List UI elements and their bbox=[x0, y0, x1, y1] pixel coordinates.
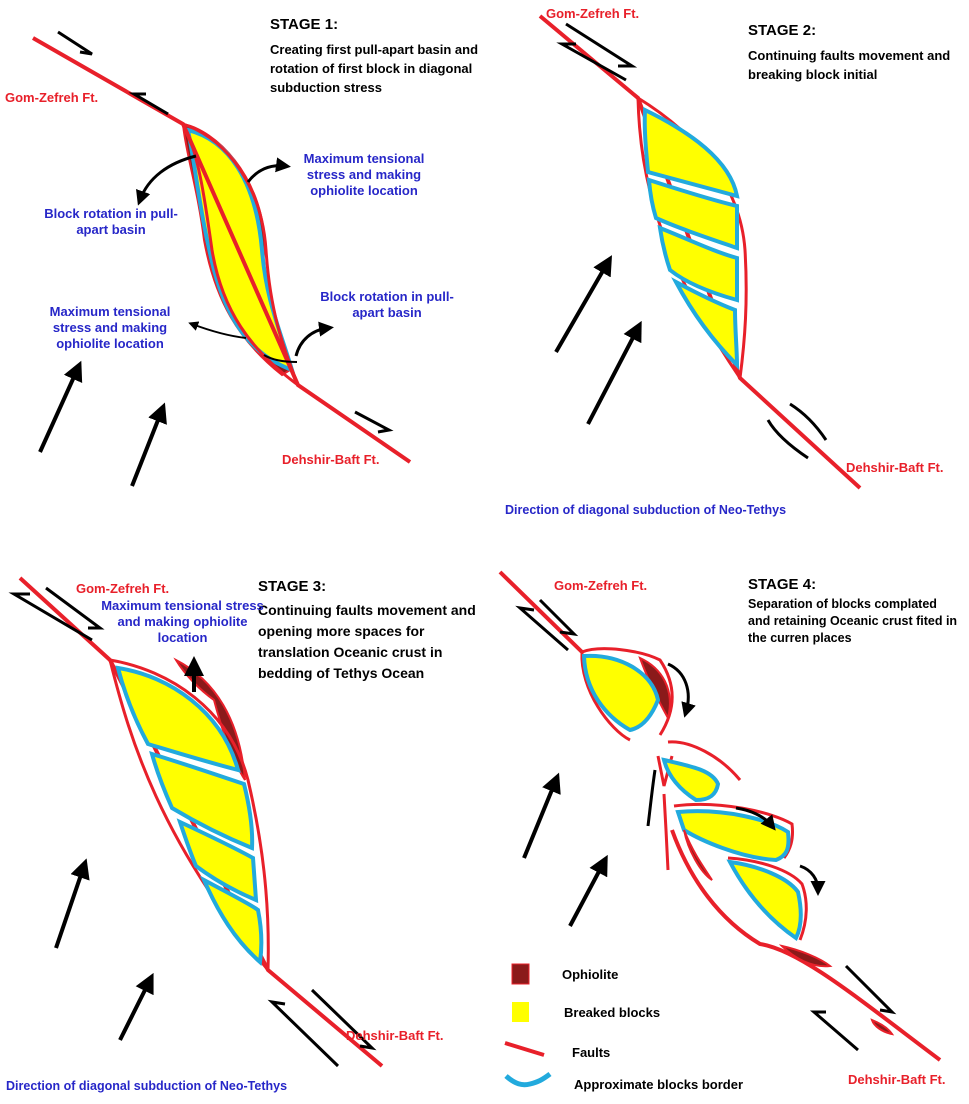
fault-line bbox=[673, 802, 794, 859]
fault-line bbox=[667, 740, 742, 781]
fault-motion-arrow bbox=[8, 592, 93, 642]
fault-line bbox=[32, 36, 412, 464]
breaked-block bbox=[726, 859, 803, 941]
stage-2-description: Continuing faults movement and breaking … bbox=[748, 48, 951, 82]
legend-border-label: Approximate blocks border bbox=[574, 1077, 744, 1092]
fault-motion-arrow bbox=[646, 769, 657, 827]
legend-symbols bbox=[504, 963, 552, 1088]
stage-3-title: STAGE 3: bbox=[258, 578, 327, 595]
fault-motion-arrow bbox=[515, 605, 569, 652]
stage-4-title: STAGE 4: bbox=[748, 576, 817, 593]
subduction-arrow bbox=[586, 320, 642, 425]
fault-label-gom-zefreh: Gom-Zefreh Ft. bbox=[546, 6, 640, 21]
legend-fault-swatch bbox=[504, 1041, 545, 1057]
fault-motion-arrow bbox=[789, 402, 828, 441]
breaked-block bbox=[642, 106, 740, 199]
fault-label-gom-zefreh: Gom-Zefreh Ft. bbox=[5, 90, 99, 105]
fault-label-dehshir-baft: Dehshir-Baft Ft. bbox=[346, 1028, 444, 1043]
stage-3-diagram bbox=[8, 576, 384, 1068]
breaked-block bbox=[671, 277, 740, 370]
breaked-block bbox=[581, 653, 661, 733]
annotation-max-tension: Maximum tensional stress and making ophi… bbox=[101, 598, 264, 645]
subduction-arrow bbox=[118, 972, 154, 1041]
stage-3-description: Continuing faults movement and opening m… bbox=[258, 602, 476, 681]
stage-1-description: Creating first pull-apart basin and rota… bbox=[270, 42, 479, 95]
fault-motion-arrow bbox=[57, 30, 93, 56]
breaked-block bbox=[176, 818, 259, 904]
subduction-direction-label: Direction of diagonal subduction of Neo-… bbox=[505, 503, 787, 517]
fault-line bbox=[182, 122, 300, 386]
rotation-arrow bbox=[246, 157, 291, 183]
fault-motion-arrow bbox=[310, 988, 377, 1051]
fault-motion-arrow bbox=[556, 42, 627, 82]
subduction-arrow bbox=[568, 854, 608, 927]
fault-line bbox=[109, 658, 270, 971]
legend-ophiolite-swatch bbox=[511, 963, 530, 985]
fault-line bbox=[670, 829, 942, 1062]
fault-label-dehshir-baft: Dehshir-Baft Ft. bbox=[846, 460, 944, 475]
fault-motion-arrow bbox=[354, 410, 394, 434]
stage-1-title: STAGE 1: bbox=[270, 16, 339, 33]
fault-line bbox=[727, 856, 808, 941]
breaked-block bbox=[199, 875, 264, 966]
rotation-arrow bbox=[294, 321, 334, 357]
rotation-arrow bbox=[188, 321, 247, 339]
subduction-arrow bbox=[38, 360, 83, 453]
fault-motion-arrow bbox=[735, 806, 776, 831]
fault-label-dehshir-baft: Dehshir-Baft Ft. bbox=[848, 1072, 946, 1087]
stage-4-diagram bbox=[498, 570, 942, 1062]
fault-label-gom-zefreh: Gom-Zefreh Ft. bbox=[554, 578, 648, 593]
stage-1-diagram bbox=[32, 30, 412, 487]
fault-motion-arrow bbox=[128, 92, 169, 116]
fault-motion-arrow bbox=[538, 598, 579, 637]
annotation-block-rotation: Block rotation in pull-apart basin bbox=[44, 206, 178, 237]
fault-line bbox=[662, 793, 670, 871]
breaked-block bbox=[646, 177, 739, 251]
fault-motion-arrow bbox=[267, 999, 340, 1068]
legend-border-swatch bbox=[504, 1071, 552, 1088]
ophiolite-zone bbox=[778, 944, 833, 968]
fault-motion-arrow bbox=[766, 419, 809, 460]
fault-line bbox=[580, 651, 631, 742]
stage-2-title: STAGE 2: bbox=[748, 22, 817, 39]
annotation-block-rotation: Block rotation in pull-apart basin bbox=[320, 289, 454, 320]
subduction-arrow bbox=[522, 772, 561, 859]
subduction-direction-label: Direction of diagonal subduction of Neo-… bbox=[6, 1079, 288, 1093]
fault-motion-arrow bbox=[799, 864, 826, 896]
subduction-arrow bbox=[130, 402, 167, 487]
fault-motion-arrow bbox=[809, 1010, 859, 1052]
subduction-arrow bbox=[554, 255, 613, 354]
fault-label-dehshir-baft: Dehshir-Baft Ft. bbox=[282, 452, 380, 467]
breaked-block bbox=[115, 665, 241, 773]
fault-label-gom-zefreh: Gom-Zefreh Ft. bbox=[76, 581, 170, 596]
ophiolite-zone bbox=[870, 1018, 895, 1036]
subduction-arrow bbox=[54, 858, 90, 949]
breaked-block bbox=[149, 751, 255, 851]
legend-ophiolite-label: Ophiolite bbox=[562, 967, 619, 982]
fault-motion-arrow bbox=[667, 662, 696, 718]
fault-motion-arrow bbox=[263, 354, 298, 363]
stage-4-description: Separation of blocks complated and retai… bbox=[748, 597, 958, 645]
breaked-block bbox=[661, 757, 721, 803]
legend-fault-label: Faults bbox=[572, 1045, 611, 1060]
fault-motion-arrow bbox=[45, 586, 105, 630]
breaked-block bbox=[657, 224, 739, 303]
stage-2-diagram bbox=[538, 14, 862, 490]
annotation-max-tension: Maximum tensional stress and making ophi… bbox=[303, 151, 425, 198]
fault-line bbox=[498, 570, 584, 654]
annotation-max-tension: Maximum tensional stress and making ophi… bbox=[49, 304, 171, 351]
rotation-arrow bbox=[136, 154, 197, 206]
legend-block-label: Breaked blocks bbox=[564, 1005, 661, 1020]
legend-block-swatch bbox=[512, 1002, 529, 1022]
fault-motion-arrow bbox=[844, 964, 897, 1015]
fault-motion-arrow bbox=[565, 22, 638, 68]
ophiolite-zone bbox=[683, 829, 713, 881]
